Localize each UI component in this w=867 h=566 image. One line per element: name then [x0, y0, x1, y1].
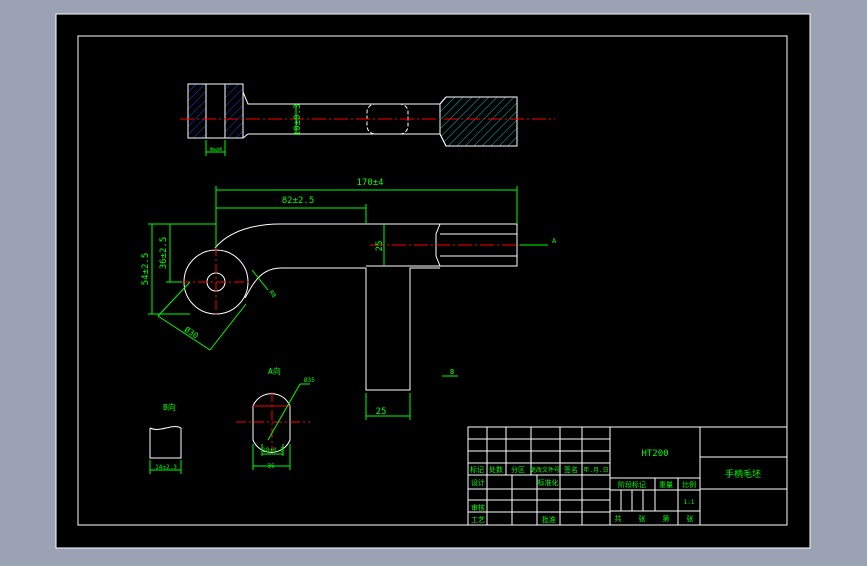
front-arm-upper: [214, 223, 518, 267]
view-b-body: [149, 426, 182, 459]
front-section-label: B: [450, 368, 454, 376]
tb-weight: 重量: [659, 481, 673, 489]
tb-rev-h-0: 标记: [470, 465, 484, 474]
front-dim-total: 170±4: [356, 178, 383, 188]
tb-sheet-unit: 张: [639, 514, 646, 523]
front-dim-stem: 25: [376, 407, 387, 417]
view-a-dimensions: [252, 383, 310, 470]
tb-rev-h-1: 处数: [489, 465, 503, 474]
top-dim-height: 10±0.3: [293, 104, 303, 137]
front-view: [180, 223, 540, 391]
tb-material: HT200: [641, 449, 668, 459]
tb-sheet-unit2: 张: [687, 514, 694, 523]
front-dim-arm: 25: [375, 241, 385, 252]
view-a-dim-outer: 35: [267, 463, 275, 470]
drawing-sheet: [55, 13, 811, 549]
view-b: [149, 426, 182, 459]
view-a-dim-inner: 18±0.5: [262, 447, 284, 454]
front-arrow-label: A: [552, 237, 557, 245]
tb-process: 工艺: [471, 516, 485, 524]
tb-scale: 比例: [682, 480, 696, 489]
top-right-hatch: [439, 96, 518, 147]
view-a: [236, 392, 310, 453]
view-b-dimensions: [149, 460, 182, 474]
front-dimensions: [148, 186, 548, 420]
tb-approve: 批准: [542, 515, 556, 524]
tb-rev-h-2: 分区: [511, 465, 525, 474]
tb-sheet-total: 共: [615, 514, 622, 523]
front-dim-inner-v: 36±2.5: [159, 237, 169, 270]
tb-drawing-name: 手柄毛坯: [725, 468, 761, 480]
top-view: [180, 83, 555, 156]
view-a-title: A向: [268, 366, 281, 376]
view-b-title: B向: [163, 402, 176, 412]
front-stem: [365, 267, 440, 391]
tb-check: 审核: [471, 503, 485, 512]
tb-stage: 阶段标记: [618, 480, 646, 489]
tb-rev-h-5: 年.月.日: [583, 466, 608, 474]
view-a-dim-dia: Ø35: [304, 377, 315, 384]
tb-design: 设计: [471, 478, 485, 487]
tb-sheet-no: 第: [663, 514, 670, 523]
front-dim-radius: R8: [267, 289, 277, 299]
title-block-text: HT200 手柄毛坯 标记 处数 分区 更改文件号 签名 年.月.日 设计 标准…: [470, 449, 761, 524]
tb-rev-h-3: 更改文件号: [530, 466, 560, 474]
tb-std: 标准化: [538, 478, 559, 487]
tb-rev-h-4: 签名: [564, 465, 578, 474]
tb-scale-value: 1:1: [684, 499, 695, 506]
drawing-frame: [77, 35, 788, 526]
view-b-dim-width: 14±2.3: [155, 464, 177, 471]
top-left-bore: [205, 83, 226, 139]
front-dim-mid: 82±2.5: [282, 196, 315, 206]
front-arm-lower: [244, 267, 366, 299]
title-block: [467, 426, 788, 526]
top-dim-bottom: Ww@4: [210, 147, 222, 153]
front-dim-outer-v: 54±2.5: [141, 253, 151, 286]
view-a-body: [252, 393, 291, 453]
